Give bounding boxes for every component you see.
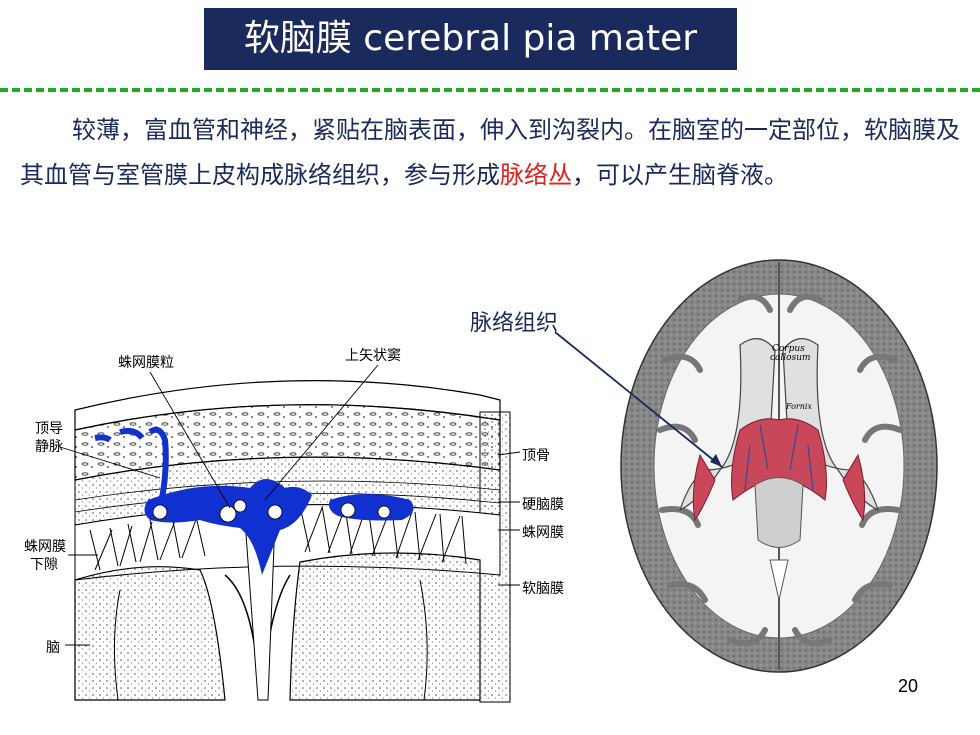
- choroid-tissue-callout: 脉络组织: [470, 311, 559, 336]
- label-superior-sagittal-sinus: 上矢状窦: [345, 348, 401, 364]
- page-number: 20: [898, 676, 919, 696]
- label-emissary-vein-1: 顶导: [35, 421, 63, 437]
- label-corpus: Corpus: [772, 344, 805, 354]
- body-paragraph: 较薄，富血管和神经，紧贴在脑表面，伸入到沟裂内。在脑室的一定部位，软脑膜及其血管…: [20, 108, 965, 198]
- paragraph-intro: 较薄，富血管和神经，紧贴在脑表面，伸入到沟裂内。在脑室的一定部位，软脑膜及其血管…: [20, 116, 960, 189]
- label-dura-mater: 硬脑膜: [522, 497, 564, 513]
- label-emissary-vein-2: 静脉: [35, 439, 63, 455]
- meninges-diagram: [59, 364, 521, 703]
- divider-line: [0, 88, 980, 92]
- label-arachnoid: 蛛网膜: [522, 525, 564, 541]
- label-pia-mater: 软脑膜: [522, 581, 564, 597]
- label-parietal-bone: 顶骨: [522, 448, 550, 464]
- brain-axial-section: [554, 259, 938, 673]
- label-fornix: Fornix: [786, 402, 812, 411]
- choroid-plexus-highlight: 脉络丛: [500, 161, 572, 189]
- label-arachnoid-granulation: 蛛网膜粒: [118, 355, 174, 371]
- paragraph-end: ，可以产生脑脊液。: [572, 161, 788, 189]
- slide-title: 软脑膜 cerebral pia mater: [204, 8, 737, 70]
- label-subarachnoid-1: 蛛网膜: [24, 539, 66, 555]
- label-subarachnoid-2: 下隙: [30, 557, 58, 573]
- label-brain: 脑: [46, 640, 60, 656]
- label-callosum: callosum: [770, 353, 811, 363]
